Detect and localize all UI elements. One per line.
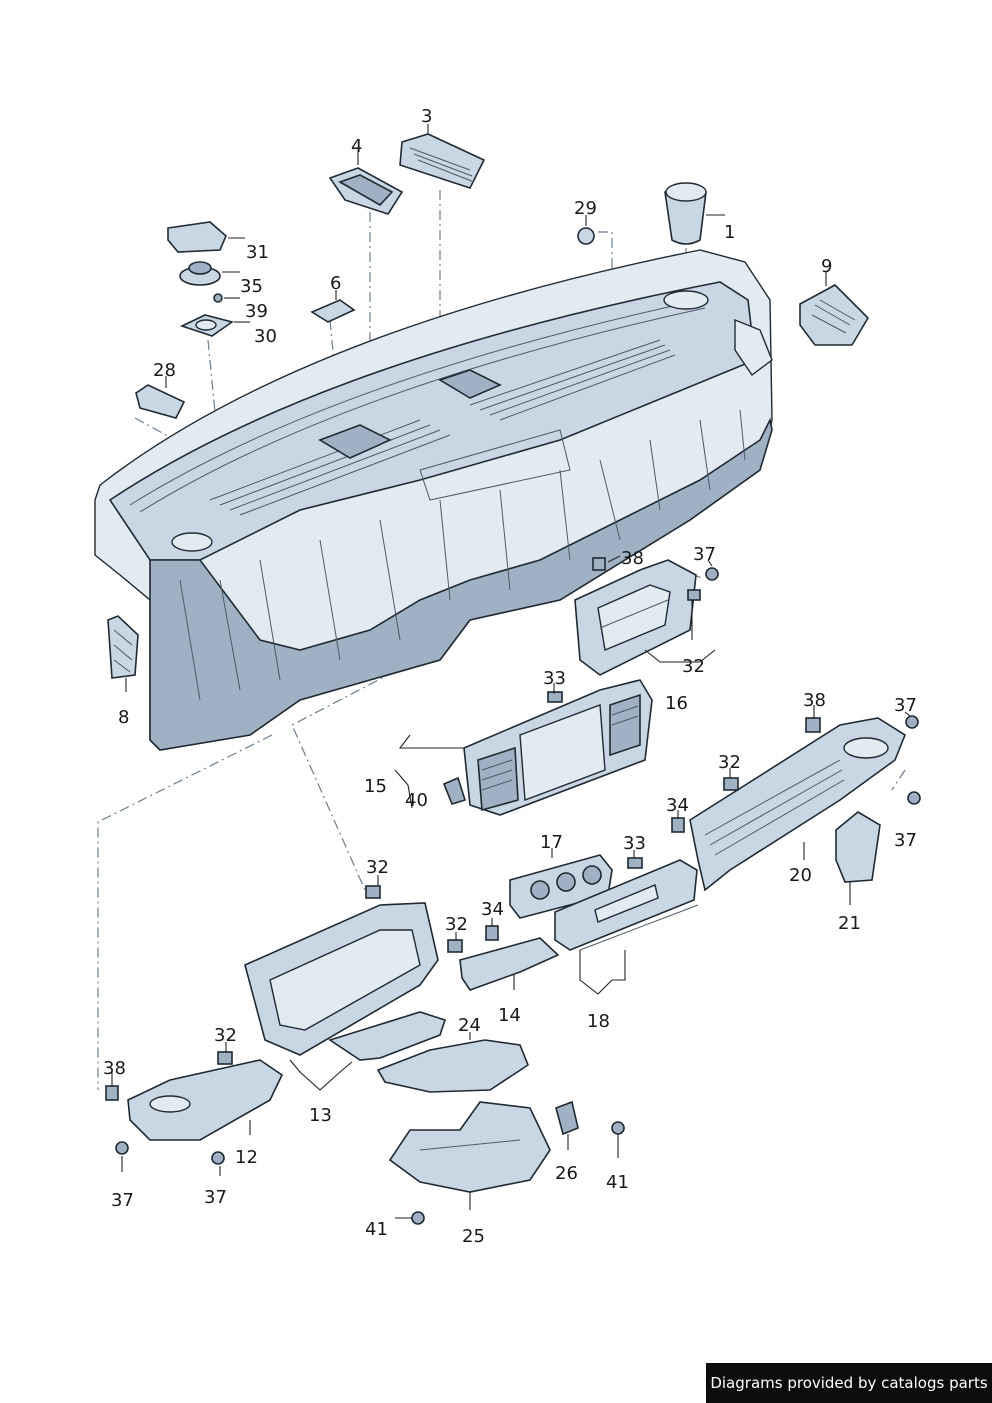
steering-cover-lower-25 [388, 1101, 551, 1193]
label-part-37-left: 37 [111, 1190, 134, 1211]
storage-tray-4 [328, 167, 404, 215]
clip-33-upper [547, 691, 563, 703]
label-part-32-upper: 32 [682, 656, 705, 677]
label-part-32-cluster: 32 [366, 857, 389, 878]
label-part-32-mid: 32 [445, 914, 468, 935]
label-part-21: 21 [838, 913, 861, 934]
screw-37-upper [705, 567, 719, 581]
cover-6 [310, 299, 356, 323]
label-part-20: 20 [789, 865, 812, 886]
label-part-29: 29 [574, 198, 597, 219]
speaker-ring-30 [179, 314, 234, 337]
clip-38-left [105, 1085, 119, 1101]
clip-38-upper [592, 557, 606, 571]
label-part-9: 9 [821, 256, 832, 277]
clip-40 [442, 776, 467, 805]
label-part-4: 4 [351, 136, 362, 157]
clip-32-cluster [365, 885, 381, 899]
left-lower-panel-12 [127, 1059, 284, 1141]
side-vent-9 [799, 284, 870, 346]
clip-34-mid [485, 925, 499, 941]
label-part-33-upper: 33 [543, 668, 566, 689]
cap-29 [577, 227, 595, 245]
label-part-35: 35 [240, 276, 263, 297]
label-part-31: 31 [246, 242, 269, 263]
watermark-banner: Diagrams provided by catalogs parts [706, 1363, 992, 1403]
screw-37-right-top [905, 715, 919, 729]
clip-32-left [217, 1051, 233, 1065]
label-part-15: 15 [364, 776, 387, 797]
label-part-33-lower: 33 [623, 833, 646, 854]
label-part-17: 17 [540, 832, 563, 853]
label-part-34-mid: 34 [481, 899, 504, 920]
label-part-32-right: 32 [718, 752, 741, 773]
label-part-18: 18 [587, 1011, 610, 1032]
lower-panel-20 [689, 717, 906, 892]
label-part-28: 28 [153, 360, 176, 381]
clip-38-right [805, 717, 821, 733]
center-vent-frame-15 [463, 679, 653, 816]
housing-28 [135, 384, 186, 419]
label-part-13: 13 [309, 1105, 332, 1126]
label-part-32-left: 32 [214, 1025, 237, 1046]
cluster-frame-13 [244, 902, 439, 1056]
bracket-21 [835, 811, 881, 883]
speaker-35 [179, 261, 221, 286]
switch-26 [555, 1100, 579, 1136]
label-part-34-right: 34 [666, 795, 689, 816]
label-part-39: 39 [245, 301, 268, 322]
cup-holder-1 [664, 182, 707, 245]
screw-37-left-2 [211, 1151, 225, 1165]
defrost-grille-3 [399, 133, 486, 189]
label-part-38-left: 38 [103, 1058, 126, 1079]
clip-34-right [671, 817, 685, 833]
clip-32-mid [447, 939, 463, 953]
side-trim-14 [459, 937, 560, 991]
label-part-38-right: 38 [803, 690, 826, 711]
label-part-37-upper: 37 [693, 544, 716, 565]
label-part-14: 14 [498, 1005, 521, 1026]
label-part-37-right-top: 37 [894, 695, 917, 716]
screw-41-right [611, 1121, 625, 1135]
label-part-12: 12 [235, 1147, 258, 1168]
dashboard-carrier [94, 249, 773, 751]
label-part-25: 25 [462, 1226, 485, 1247]
label-part-24: 24 [458, 1015, 481, 1036]
clip-32-upper [687, 589, 701, 601]
screw-37-left [115, 1141, 129, 1155]
radio-frame-16 [574, 559, 697, 676]
speaker-cover-31 [167, 221, 227, 253]
leader-lines [111, 124, 911, 1219]
label-part-8: 8 [118, 707, 129, 728]
label-part-40: 40 [405, 790, 428, 811]
label-part-38-upper: 38 [621, 548, 644, 569]
label-part-37-left-2: 37 [204, 1187, 227, 1208]
label-part-26: 26 [555, 1163, 578, 1184]
label-part-6: 6 [330, 273, 341, 294]
part-labels: 1 3 4 29 9 31 35 39 30 6 28 8 38 37 32 1… [103, 106, 917, 1247]
label-part-41-left: 41 [365, 1219, 388, 1240]
screw-39 [213, 293, 223, 303]
label-part-1: 1 [724, 222, 735, 243]
screw-37-right-bottom [907, 791, 921, 805]
clip-33-lower [627, 857, 643, 869]
left-vent-8 [107, 615, 139, 679]
label-part-16: 16 [665, 693, 688, 714]
clip-32-right [723, 777, 739, 791]
label-part-37-right-bottom: 37 [894, 830, 917, 851]
label-part-41-right: 41 [606, 1172, 629, 1193]
screw-41-left [411, 1211, 425, 1225]
switch-panel-18 [554, 859, 699, 951]
label-part-30: 30 [254, 326, 277, 347]
label-part-3: 3 [421, 106, 432, 127]
steering-cover-upper-24 [328, 1011, 529, 1093]
